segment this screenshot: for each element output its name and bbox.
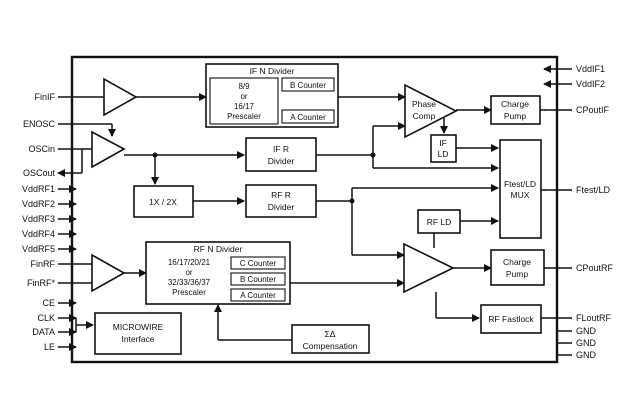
pin-floutrf: FLoutRF — [576, 313, 612, 323]
pin-finrf-bar: FinRF* — [27, 278, 55, 288]
rf-fastlock: RF Fastlock — [480, 304, 542, 334]
rf-r-divider: RF R Divider — [245, 184, 317, 218]
if-n-divider-title: IF N Divider — [250, 66, 295, 76]
pin-oscin: OSCin — [28, 144, 55, 154]
if-ld-label-1: IF — [439, 138, 447, 148]
pin-vddif1: VddIF1 — [576, 64, 605, 74]
rf-input-amplifier — [91, 253, 126, 293]
rf-ld-block: RF LD — [417, 209, 461, 234]
ftest-mux-label-1: Ftest/LD — [504, 179, 536, 189]
if-prescaler-line-3: 16/17 — [234, 102, 255, 111]
pin-finrf: FinRF — [31, 259, 56, 269]
left-pin-lines — [57, 96, 116, 351]
pin-vddrf1: VddRF1 — [22, 184, 55, 194]
pin-le: LE — [44, 342, 55, 352]
charge-pump-rf-label-1: Charge — [503, 257, 531, 267]
if-ld-block: IF LD — [430, 134, 457, 163]
if-n-divider: IF N Divider 8/9 or 16/17 Prescaler B Co… — [205, 63, 339, 128]
rf-prescaler-line-2: or — [185, 268, 192, 277]
right-pin-labels: VddIF1 VddIF2 CPoutIF Ftest/LD CPoutRF F… — [576, 64, 614, 360]
charge-pump-if: Charge Pump — [490, 95, 541, 125]
if-b-counter: B Counter — [290, 81, 326, 90]
phase-comp-rf — [403, 242, 455, 294]
rf-r-divider-label-1: RF R — [271, 190, 291, 200]
right-pin-lines — [541, 65, 572, 356]
if-ld-label-2: LD — [438, 149, 449, 159]
charge-pump-rf: Charge Pump — [490, 249, 545, 286]
rf-n-divider-title: RF N Divider — [194, 244, 243, 254]
pin-cpoutif: CPoutIF — [576, 105, 610, 115]
if-a-counter: A Counter — [290, 113, 326, 122]
if-r-divider-label-1: IF R — [273, 144, 289, 154]
rf-prescaler-line-3: 32/33/36/37 — [168, 278, 211, 287]
if-r-divider-label-2: Divider — [268, 156, 295, 166]
phase-comp-label-2: Comp — [413, 111, 436, 121]
rf-prescaler-line-1: 16/17/20/21 — [168, 258, 211, 267]
pin-gnd-2: GND — [576, 338, 597, 348]
pin-oscout: OSCout — [23, 168, 56, 178]
pin-vddrf3: VddRF3 — [22, 214, 55, 224]
ftest-ld-mux: Ftest/LD MUX — [499, 139, 542, 239]
sigma-delta-compensation: ΣΔ Compensation — [291, 324, 370, 354]
if-input-amplifier — [103, 77, 138, 117]
pin-ftest-ld: Ftest/LD — [576, 185, 611, 195]
pin-clk: CLK — [37, 313, 55, 323]
pin-finif: FinIF — [34, 92, 55, 102]
pin-vddif2: VddIF2 — [576, 79, 605, 89]
multiplier-block: 1X / 2X — [133, 185, 194, 218]
charge-pump-rf-label-2: Pump — [506, 269, 528, 279]
if-r-divider: IF R Divider — [245, 137, 317, 172]
pin-data: DATA — [32, 327, 55, 337]
pin-vddrf4: VddRF4 — [22, 229, 55, 239]
phase-comp-label-1: Phase — [412, 99, 436, 109]
sigma-delta-label-1: ΣΔ — [325, 329, 336, 339]
if-prescaler-line-1: 8/9 — [238, 82, 250, 91]
internal-wiring — [124, 93, 545, 341]
if-prescaler-line-2: or — [240, 92, 247, 101]
left-pin-labels: FinIF ENOSC OSCin OSCout VddRF1 VddRF2 V… — [22, 92, 56, 352]
microwire-label-1: MICROWIRE — [113, 322, 164, 332]
rf-fastlock-label: RF Fastlock — [488, 314, 534, 324]
if-prescaler-line-4: Prescaler — [227, 112, 261, 121]
phase-comp-if — [404, 83, 458, 139]
pin-ce: CE — [42, 298, 55, 308]
multiplier-label: 1X / 2X — [149, 197, 177, 207]
pin-gnd-3: GND — [576, 350, 597, 360]
ftest-mux-label-2: MUX — [511, 190, 530, 200]
charge-pump-if-label-2: Pump — [504, 111, 526, 121]
rf-b-counter: B Counter — [240, 275, 276, 284]
microwire-interface: MICROWIRE Interface — [94, 312, 182, 355]
sigma-delta-label-2: Compensation — [303, 341, 358, 351]
rf-prescaler-line-4: Prescaler — [172, 288, 206, 297]
pin-vddrf5: VddRF5 — [22, 244, 55, 254]
rf-c-counter: C Counter — [240, 259, 277, 268]
rf-n-divider: RF N Divider 16/17/20/21 or 32/33/36/37 … — [145, 241, 291, 305]
rf-a-counter: A Counter — [240, 291, 276, 300]
pin-enosc: ENOSC — [23, 119, 56, 129]
charge-pump-if-label-1: Charge — [501, 99, 529, 109]
rf-r-divider-label-2: Divider — [268, 202, 295, 212]
oscillator-buffer-amplifier — [91, 130, 126, 169]
microwire-label-2: Interface — [121, 334, 154, 344]
rf-ld-label: RF LD — [427, 217, 452, 227]
pin-vddrf2: VddRF2 — [22, 199, 55, 209]
pin-gnd-1: GND — [576, 326, 597, 336]
pin-cpoutrf: CPoutRF — [576, 263, 614, 273]
